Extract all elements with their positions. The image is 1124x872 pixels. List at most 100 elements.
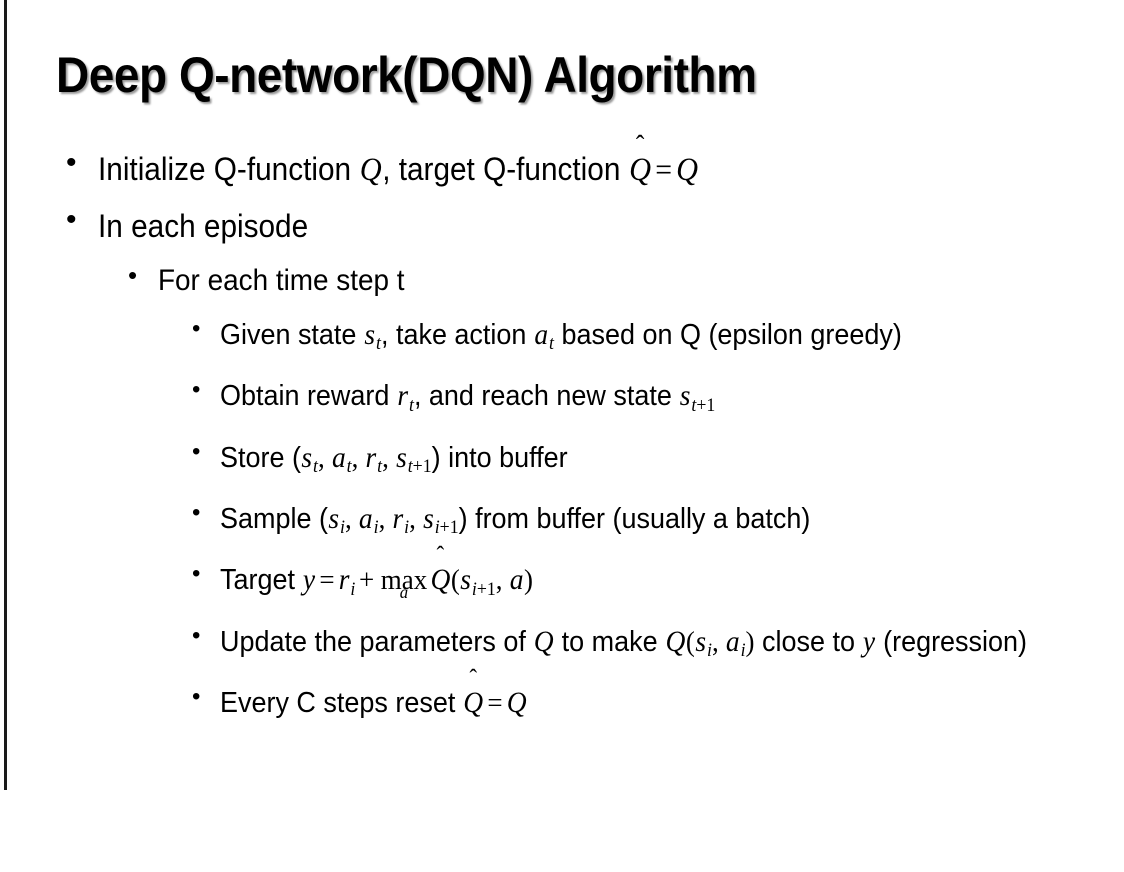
subscript-index: i (434, 517, 440, 539)
bullet-marker: • (128, 260, 138, 290)
text-fragment: close to (754, 625, 863, 658)
math-a-subscript: t (346, 456, 352, 478)
math-r-subscript: t (377, 456, 383, 478)
math-q-hat: ̂Q (463, 679, 484, 727)
math-r-subscript: i (350, 578, 356, 600)
bullet-marker: • (192, 315, 201, 342)
separator: , (495, 564, 510, 597)
subscript-index: t (691, 394, 697, 416)
math-r: r (392, 503, 404, 536)
bullet-marker: • (192, 621, 201, 649)
math-s-next-subscript: i+1 (471, 578, 496, 600)
math-q: Q (359, 152, 382, 188)
paren-close: ) (523, 564, 533, 597)
math-r: r (365, 441, 377, 474)
math-q: Q (533, 625, 554, 658)
math-q: Q (506, 687, 527, 720)
text-fragment: Sample ( (220, 503, 328, 536)
text-fragment: Given state (220, 319, 364, 351)
math-equals: = (655, 151, 672, 187)
subscript-index: i (471, 578, 477, 600)
separator: , (317, 441, 332, 474)
text-fragment: Target (220, 564, 303, 597)
separator: , (351, 441, 366, 474)
math-y: y (862, 625, 876, 658)
math-equals: = (319, 564, 335, 597)
text-fragment: (regression) (875, 625, 1028, 658)
bullet-obtain-reward: • Obtain reward rt, and reach new state … (0, 372, 1124, 429)
bullet-store: • Store (st, at, rt, st+1) into buffer (0, 434, 1124, 491)
math-y: y (302, 564, 316, 597)
bullet-marker: • (192, 683, 201, 711)
paren-open: ( (450, 564, 460, 597)
math-r-subscript: i (404, 517, 410, 539)
math-a-subscript: i (740, 640, 746, 662)
math-q2: Q (676, 152, 699, 188)
math-q-base: Q (629, 152, 652, 188)
math-q-base: Q (430, 564, 451, 597)
math-q-hat: ̂Q (629, 146, 652, 193)
bullet-update: • Update the parameters of Q to make Q(s… (0, 618, 1124, 675)
bullet-store-text: Store (st, at, rt, st+1) into buffer (220, 434, 1044, 491)
math-a-subscript: t (549, 333, 555, 355)
slide-left-rule (4, 0, 7, 790)
math-s: s (328, 503, 340, 536)
math-s-next-subscript: t+1 (407, 456, 432, 478)
math-r-subscript: t (408, 394, 414, 416)
separator: , (409, 503, 423, 536)
math-a: a (358, 503, 373, 536)
bullet-initialize-text: Initialize Q-function Q, target Q-functi… (98, 146, 1052, 193)
bullet-update-text: Update the parameters of Q to make Q(si,… (220, 618, 1044, 675)
math-s-subscript: t (376, 333, 381, 355)
bullet-marker: • (192, 560, 201, 588)
text-fragment: to make (554, 625, 666, 658)
bullet-list: • Initialize Q-function Q, target Q-func… (0, 146, 1124, 731)
bullet-reset-target-text: Every C steps reset ̂Q=Q (220, 679, 1044, 727)
bullet-given-state-text: Given state st, take action at based on … (220, 311, 1044, 368)
bullet-sample: • Sample (si, ai, ri, si+1) from buffer … (0, 495, 1124, 552)
math-s-next: s (423, 503, 434, 536)
paren-close: ) (745, 625, 755, 658)
max-label: max (380, 564, 428, 597)
math-s-subscript: i (340, 517, 345, 539)
separator: , (711, 625, 726, 658)
text-fragment: , take action (380, 319, 534, 351)
math-s-subscript: t+1 (691, 395, 715, 416)
math-r: r (338, 564, 350, 597)
bullet-target-text: Target y=ri+maxâQ(si+1, a) (220, 556, 1044, 613)
math-s-subscript: i (706, 640, 712, 662)
math-s: s (695, 625, 707, 658)
text-fragment: ) into buffer (431, 441, 568, 474)
bullet-time-step-text: For each time step t (158, 264, 405, 297)
text-fragment: Initialize Q-function (98, 151, 360, 187)
math-r: r (397, 380, 409, 413)
bullet-marker: • (66, 146, 77, 179)
bullet-marker: • (192, 376, 201, 404)
math-s-subscript: t (313, 456, 318, 478)
math-a-subscript: i (373, 517, 379, 539)
math-a: a (534, 319, 549, 351)
subscript-index: t (407, 456, 413, 478)
math-plus: + (359, 564, 375, 597)
bullet-marker: • (192, 499, 201, 527)
page-title: Deep Q-network(DQN) Algorithm (56, 47, 757, 103)
paren-open: ( (685, 625, 695, 658)
math-a: a (725, 625, 740, 658)
text-fragment: ) from buffer (usually a batch) (458, 503, 811, 536)
bullet-marker: • (192, 437, 201, 465)
math-s-next: s (396, 441, 407, 474)
text-fragment: Every C steps reset (220, 687, 463, 720)
math-q-base: Q (463, 687, 484, 720)
subscript-offset: +1 (476, 578, 496, 600)
math-a: a (509, 564, 524, 597)
text-fragment: Update the parameters of (220, 625, 534, 658)
text-fragment: , and reach new state (413, 380, 680, 413)
math-equals: = (487, 687, 503, 720)
bullet-marker: • (66, 203, 77, 236)
math-a: a (331, 441, 346, 474)
bullet-given-state: • Given state st, take action at based o… (0, 311, 1124, 368)
text-fragment: Obtain reward (220, 380, 397, 413)
math-s: s (679, 380, 691, 413)
subscript-offset: +1 (412, 456, 432, 478)
math-s: s (301, 441, 313, 474)
